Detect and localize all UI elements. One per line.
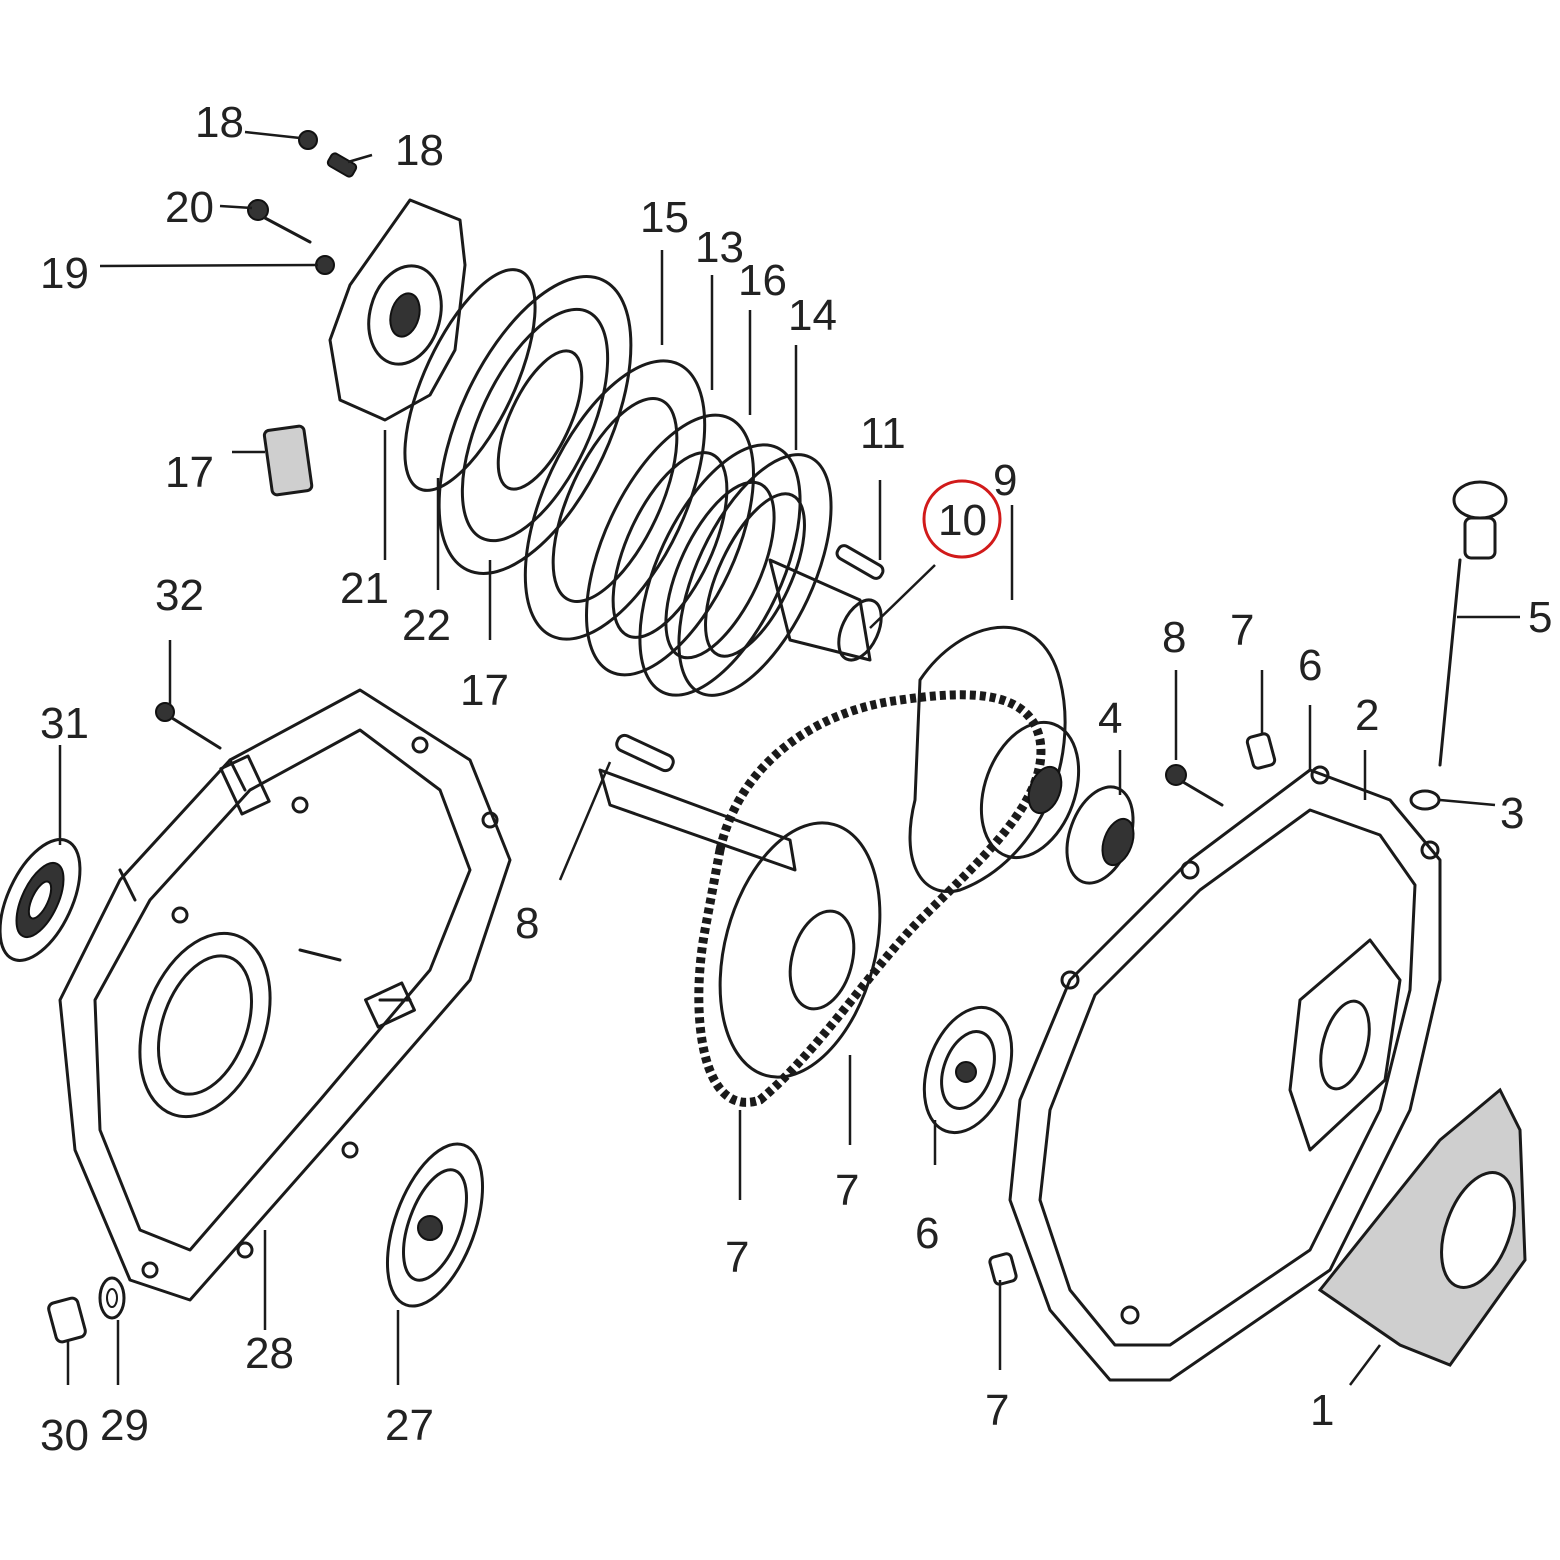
chain-part-10 bbox=[694, 690, 1046, 1107]
bolt-part-24 bbox=[247, 199, 312, 244]
callout-25: 21 bbox=[340, 564, 389, 613]
block-part-20 bbox=[262, 424, 314, 497]
callout-10: 7 bbox=[835, 1166, 859, 1215]
shaft-part-13 bbox=[598, 733, 797, 872]
dowel-part-7-top bbox=[1245, 732, 1277, 770]
callout-24: 20 bbox=[165, 183, 214, 232]
callout-19: 17 bbox=[460, 666, 509, 715]
callout-31: 31 bbox=[40, 699, 89, 748]
clutch-hub-shaft-part-16 bbox=[768, 558, 883, 662]
callout-20: 17 bbox=[165, 448, 214, 497]
callout-29: 29 bbox=[100, 1401, 149, 1450]
bearing-part-27 bbox=[385, 1142, 485, 1308]
callout-15: 11 bbox=[860, 409, 906, 458]
clutch-plate-part-19 bbox=[437, 275, 633, 575]
leader-lines bbox=[58, 130, 1520, 1386]
clutch-disc-part-17-b bbox=[677, 453, 833, 697]
bolt-part-32 bbox=[155, 702, 222, 750]
callout-5: 5 bbox=[1528, 593, 1552, 642]
callout-16: 10 bbox=[938, 496, 987, 545]
callout-32: 32 bbox=[155, 571, 204, 620]
spring-part-21 bbox=[326, 152, 358, 178]
drive-gear-hub bbox=[979, 720, 1081, 860]
washer-part-29 bbox=[98, 1276, 126, 1320]
callout-13: 8 bbox=[515, 899, 539, 948]
clutch-disc-part-17-a bbox=[585, 413, 755, 677]
callout-11: 7 bbox=[725, 1233, 749, 1282]
callout-7-bottom: 7 bbox=[985, 1386, 1009, 1435]
callout-22: 18 bbox=[195, 98, 244, 147]
callout-14: 9 bbox=[993, 456, 1017, 505]
highlight-circle bbox=[922, 479, 1002, 559]
callout-18-b: 16 bbox=[738, 256, 787, 305]
clutch-disc-part-18-a bbox=[523, 359, 707, 641]
side-cover-part-2 bbox=[1008, 765, 1442, 1382]
retaining-ring-part-26 bbox=[403, 268, 537, 492]
bushing-part-4 bbox=[1065, 785, 1135, 885]
callout-17-b: 14 bbox=[788, 291, 837, 340]
callout-1: 1 bbox=[1310, 1386, 1334, 1435]
sprocket-part-11 bbox=[718, 821, 882, 1079]
crankcase-half-part-28 bbox=[58, 688, 512, 1302]
callout-23: 19 bbox=[40, 249, 89, 298]
dipstick-part-5 bbox=[1438, 480, 1508, 767]
callout-3: 3 bbox=[1500, 789, 1524, 838]
drain-plug-part-30 bbox=[47, 1296, 87, 1344]
o-ring-part-3 bbox=[1409, 789, 1441, 811]
callout-28: 28 bbox=[245, 1329, 294, 1378]
callout-21: 18 bbox=[395, 126, 444, 175]
pin-part-15 bbox=[835, 544, 885, 580]
oil-seal-part-31 bbox=[0, 838, 82, 962]
dowel-part-7-bottom bbox=[988, 1252, 1018, 1286]
gasket-part-1 bbox=[1317, 1087, 1527, 1367]
callout-2: 2 bbox=[1355, 691, 1379, 740]
callout-4: 4 bbox=[1098, 694, 1122, 743]
callout-27: 27 bbox=[385, 1401, 434, 1450]
washer-part-23 bbox=[315, 255, 335, 275]
callout-9: 6 bbox=[915, 1209, 939, 1258]
clutch-drive-plate-part-25 bbox=[328, 198, 467, 422]
callout-26: 22 bbox=[402, 601, 451, 650]
callout-labels: 18 18 20 19 17 21 22 17 15 13 16 14 11 1… bbox=[40, 98, 1552, 1460]
callout-8: 8 bbox=[1162, 613, 1186, 662]
callout-17-a: 13 bbox=[695, 223, 744, 272]
callout-18-a: 15 bbox=[640, 193, 689, 242]
bolt-part-8 bbox=[1165, 764, 1224, 807]
callout-6: 6 bbox=[1298, 641, 1322, 690]
callout-30: 30 bbox=[40, 1411, 89, 1460]
bearing-part-9 bbox=[922, 1005, 1014, 1135]
callout-7-top: 7 bbox=[1230, 606, 1254, 655]
nut-part-22 bbox=[298, 130, 318, 150]
